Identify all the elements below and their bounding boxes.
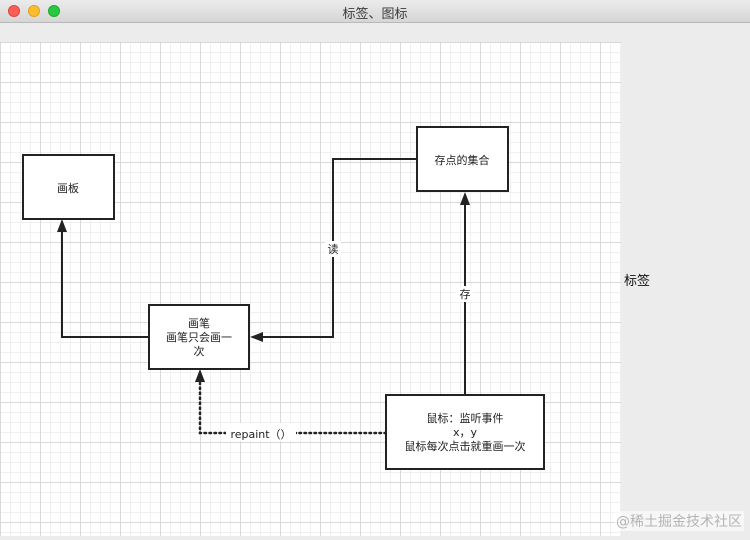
window-content: 读 存 repaint（） 画板 画笔 画笔只会画一 次 存点的集合 鼠标：监听… xyxy=(0,23,750,536)
arrowhead-pen xyxy=(250,332,263,342)
node-mouse xyxy=(385,394,545,470)
node-pen xyxy=(148,304,250,370)
node-mouse-line3: 鼠标每次点击就重画一次 xyxy=(405,439,526,453)
node-canvas-label: 画板 xyxy=(57,181,79,195)
text-label: 标签 xyxy=(624,274,651,289)
watermark: @稀土掘金技术社区 xyxy=(614,511,744,531)
zoom-window-button[interactable] xyxy=(48,5,60,17)
minimize-window-button[interactable] xyxy=(28,5,40,17)
node-pen-line1: 画笔 xyxy=(188,316,210,330)
edge-repaint xyxy=(198,381,388,435)
window-titlebar: 标签、图标 xyxy=(0,0,750,23)
image-label: 读 存 repaint（） 画板 画笔 画笔只会画一 次 存点的集合 鼠标：监听… xyxy=(0,42,621,536)
window-title: 标签、图标 xyxy=(342,7,408,22)
arrowhead-canvas xyxy=(57,219,67,232)
edge-label-read: 读 xyxy=(328,242,339,256)
arrowhead-points xyxy=(460,192,470,205)
edge-pen-to-canvas xyxy=(61,230,149,338)
node-points-label: 存点的集合 xyxy=(435,153,490,167)
node-pen-line2: 画笔只会画一 xyxy=(166,330,232,344)
arrowhead-repaint xyxy=(195,369,205,382)
node-canvas xyxy=(22,154,115,220)
node-mouse-line1: 鼠标：监听事件 xyxy=(427,411,504,425)
close-window-button[interactable] xyxy=(8,5,20,17)
edge-label-repaint: repaint（） xyxy=(230,428,291,441)
node-pen-line3: 次 xyxy=(194,344,205,358)
node-mouse-line2: x，y xyxy=(453,426,478,439)
flow-diagram: 读 存 repaint（） 画板 画笔 画笔只会画一 次 存点的集合 鼠标：监听… xyxy=(22,126,545,470)
node-points xyxy=(416,126,509,192)
edge-label-store: 存 xyxy=(460,287,471,301)
